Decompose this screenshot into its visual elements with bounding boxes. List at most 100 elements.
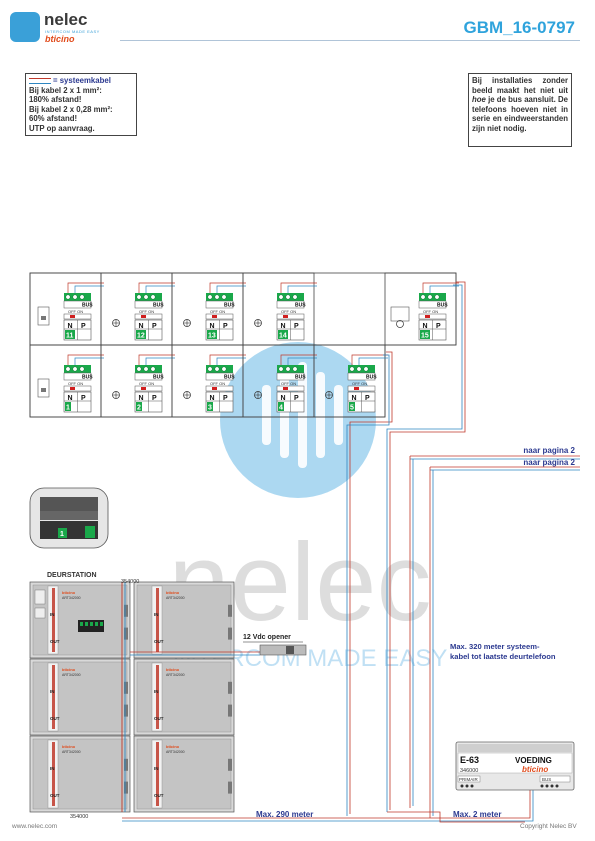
address-tile [349,402,355,411]
bus-terminal [206,293,233,301]
watermark-bars-icon [262,362,343,468]
dip-switch [63,313,92,320]
terminal-screw-icon [292,294,298,300]
bus-terminal [206,365,233,373]
module-clip-icon [124,604,128,617]
jumper-pin-icon [85,622,88,626]
module-wire [52,665,55,729]
bus-label: BUS [437,303,448,309]
p-label: P [81,323,86,330]
dip-switch [205,385,234,392]
address-number: 11 [66,333,74,340]
terminal-screw-icon [136,294,142,300]
module-out-label: OUT [154,793,164,798]
switch-label: OFF ON [423,309,438,314]
module-code: ART342000 [166,596,185,600]
module-clip-icon [228,604,232,617]
terminal-screw-icon [285,294,291,300]
terminal-screw-icon [285,366,291,372]
module-clip-icon [228,681,232,694]
supply-brand: bticino [522,765,548,774]
terminal-screw-icon [292,366,298,372]
supply-terminals [460,784,559,788]
dip-switch [205,313,234,320]
n-label: N [352,395,357,402]
dip-switch [347,385,376,392]
dip-switch-knob [212,387,217,390]
module-out-label: OUT [154,639,164,644]
module-wire [156,742,159,806]
bus-terminal [135,365,162,373]
legend-row: = systeemkabel [29,76,133,86]
n-label: N [68,395,73,402]
terminal-screw-icon [356,366,362,372]
dip-switch-knob [283,315,288,318]
n-label: N [281,323,286,330]
address-number: 5 [350,405,354,412]
supply-code: 346000 [460,768,478,774]
bus-label: BUS [153,303,164,309]
p-label: P [365,395,370,402]
module-clip-icon [228,627,232,640]
terminal-screw-icon [221,294,227,300]
handset-button-icon [41,388,46,392]
module-code: ART342000 [62,596,81,600]
module-out-label: OUT [50,716,60,721]
brand-name: nelec [44,10,88,29]
bus-label: BUS [82,303,93,309]
p-label: P [152,323,157,330]
address-number: 1 [66,405,70,412]
bus-wire [422,282,459,293]
module-in-label: IN [50,689,55,694]
module-wire [156,588,159,652]
module-out-label: OUT [50,793,60,798]
module-in-label: IN [50,766,55,771]
bus-wire [138,282,175,293]
bus-wire [74,285,104,293]
speaker-icon [34,589,46,605]
jumper-pin-icon [95,622,98,626]
note-text-after: je de bus aansluit. De telefoons hoeven … [472,95,568,133]
phone-cell [313,344,386,418]
module-brand: bticino [166,667,180,672]
switch-label: OFF ON [210,309,225,314]
terminal-screw-icon [363,366,369,372]
bus-wire [280,282,317,293]
nelec-logo: nelec INTERCOM MADE EASY bticino [10,10,120,44]
bus-wire [287,285,317,293]
n-label: N [281,395,286,402]
n-label: N [423,323,428,330]
dip-switch-knob [141,315,146,318]
jumper-detail: P N S T M 1 [29,487,109,549]
dip-switch-knob [425,315,430,318]
module-code-bottom: 354000 [70,814,88,820]
terminal-screw-icon [150,294,156,300]
address-number: 4 [279,405,283,412]
bus-wire [67,354,104,365]
module-in-label: IN [154,612,159,617]
module-clip-icon [228,758,232,771]
module-clip-icon [228,781,232,794]
address-tile [278,330,288,339]
camera-icon [34,607,46,619]
n-label: N [210,323,215,330]
terminal-screw-icon [214,366,220,372]
naar-pagina-label-1: naar pagina 2 [523,446,575,455]
bus-wire [216,285,246,293]
note-line-3: Bij kabel 2 x 0,28 mm²: [29,104,113,114]
address-tile [136,330,146,339]
bus-wire [287,357,317,365]
module-brand: bticino [166,590,180,595]
bus-label: BUS [295,303,306,309]
supply-name: VOEDING [515,756,552,765]
address-number: 15 [421,333,429,340]
switch-label: OFF ON [139,309,154,314]
address-tile [136,402,142,411]
module-code: ART342000 [166,750,185,754]
bus-wire [145,285,175,293]
note-line-5: UTP op aanvraag. [29,123,95,133]
